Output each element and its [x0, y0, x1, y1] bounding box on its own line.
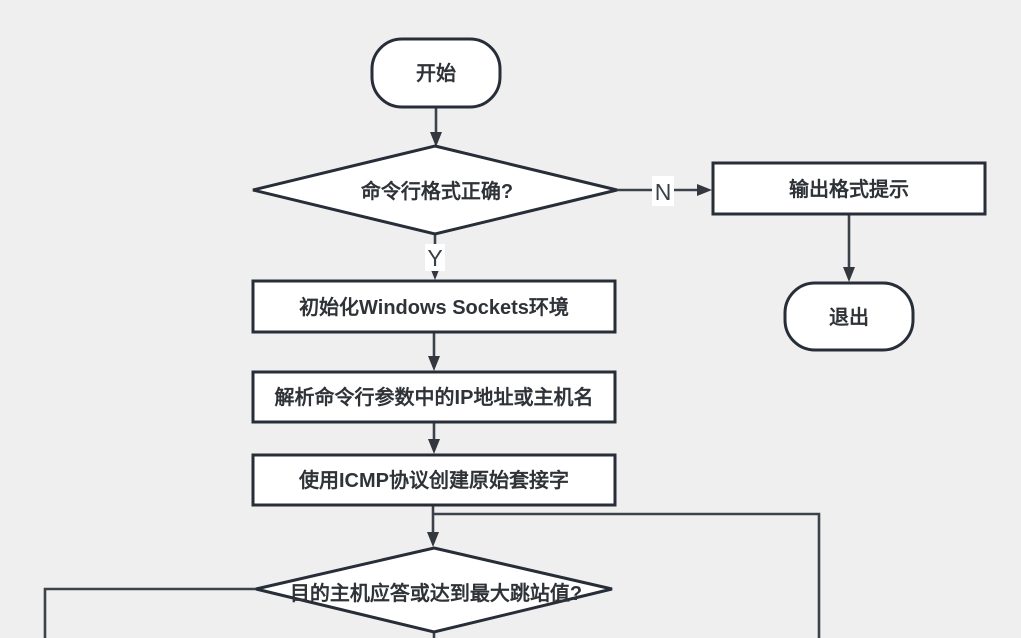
node-exit[interactable]: 退出 — [783, 281, 915, 352]
create-socket-process-shape[interactable] — [251, 453, 617, 507]
start-terminator-shape[interactable] — [370, 37, 502, 109]
check-reply-decision-shape[interactable] — [255, 546, 613, 634]
node-check-reply[interactable]: 目的主机应答或达到最大跳站值? — [255, 546, 613, 634]
format-hint-process-shape[interactable] — [711, 161, 987, 216]
node-create-socket[interactable]: 使用ICMP协议创建原始套接字 — [251, 453, 617, 507]
node-check-format[interactable]: 命令行格式正确? — [252, 144, 618, 236]
arrowhead-down-check-format — [430, 132, 442, 147]
start-label: 开始 — [416, 61, 456, 85]
edge-label-layer: N Y — [425, 176, 674, 271]
check-format-label: 命令行格式正确? — [361, 179, 513, 203]
edge-label-no-bg — [652, 176, 674, 206]
parse-args-process-shape[interactable] — [251, 370, 617, 424]
arrowhead-right-hint — [697, 184, 712, 196]
check-reply-label: 目的主机应答或达到最大跳站值? — [290, 581, 582, 605]
edge-label-yes: Y — [427, 245, 442, 271]
format-hint-label: 输出格式提示 — [789, 177, 909, 201]
edge-loop-right — [433, 512, 821, 638]
node-layer: 开始 命令行格式正确? 输出格式提示 退出 初始化Windows Sockets… — [251, 37, 987, 634]
exit-terminator-shape[interactable] — [783, 281, 915, 352]
arrowhead-down-exit — [843, 267, 855, 282]
arrowhead-down-parse — [428, 356, 440, 371]
node-format-hint[interactable]: 输出格式提示 — [711, 161, 987, 216]
init-sockets-process-shape[interactable] — [251, 279, 617, 334]
edge-layer — [43, 107, 855, 638]
edge-label-no: N — [655, 179, 672, 205]
check-format-decision-shape[interactable] — [252, 144, 618, 236]
create-socket-label: 使用ICMP协议创建原始套接字 — [298, 468, 569, 492]
exit-label: 退出 — [829, 306, 869, 329]
node-parse-args[interactable]: 解析命令行参数中的IP地址或主机名 — [251, 370, 617, 424]
node-start[interactable]: 开始 — [370, 37, 502, 109]
parse-args-label: 解析命令行参数中的IP地址或主机名 — [275, 385, 594, 409]
edge-label-yes-bg — [425, 244, 445, 271]
init-sockets-label: 初始化Windows Sockets环境 — [299, 295, 569, 319]
edge-check-reply-left — [43, 587, 256, 638]
arrowhead-down-check-reply — [427, 532, 439, 547]
arrowhead-down-socket — [428, 439, 440, 454]
node-init-sockets[interactable]: 初始化Windows Sockets环境 — [251, 279, 617, 334]
